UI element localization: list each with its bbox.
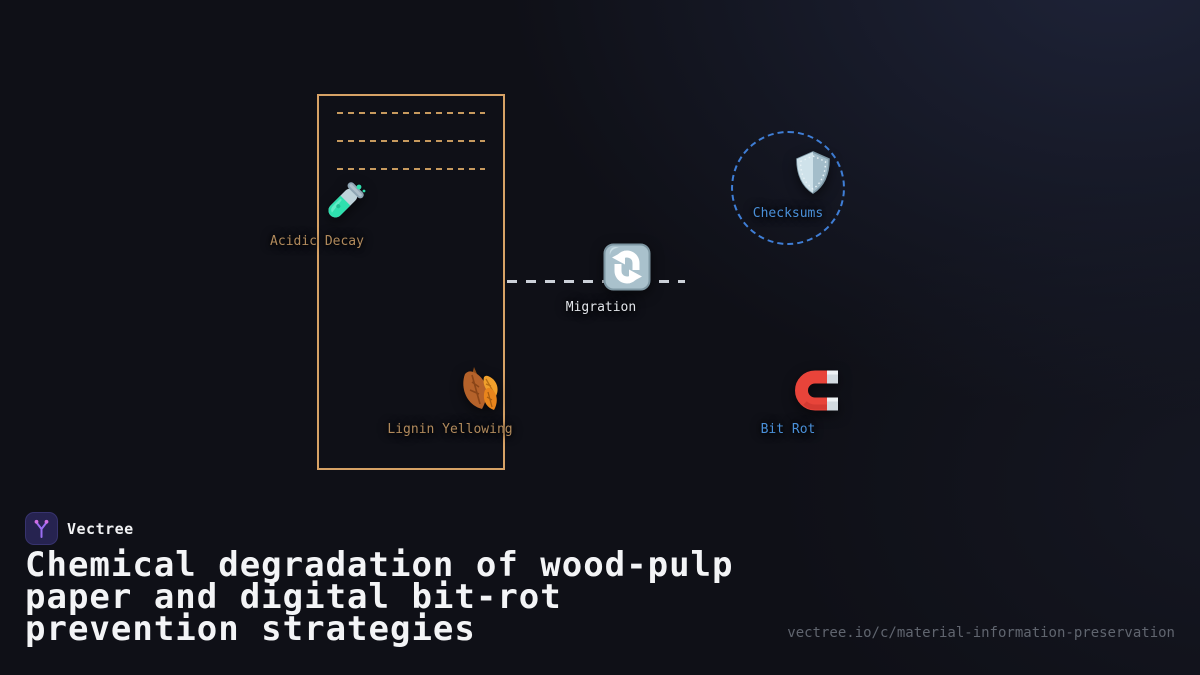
cycle-arrows-icon bbox=[603, 243, 651, 291]
paper-degradation-box bbox=[317, 94, 505, 470]
bit-rot-label: Bit Rot bbox=[760, 422, 816, 437]
title-line-3: prevention strategies bbox=[25, 609, 476, 649]
lignin-yellowing-label: Lignin Yellowing bbox=[387, 422, 513, 437]
brand-name: Vectree bbox=[67, 520, 134, 538]
fallen-leaves-icon bbox=[463, 367, 498, 410]
shield-icon bbox=[796, 151, 830, 194]
migration-connector-line bbox=[507, 280, 685, 283]
test-tube-icon bbox=[328, 182, 366, 218]
checksums-label: Checksums bbox=[752, 206, 824, 221]
paper-text-line bbox=[337, 168, 485, 170]
magnet-icon bbox=[795, 370, 838, 411]
canonical-url: vectree.io/c/material-information-preser… bbox=[787, 625, 1175, 641]
page-title: Chemical degradation of wood-pulp paper … bbox=[25, 545, 734, 649]
checksums-circle bbox=[731, 131, 845, 245]
acidic-decay-label: Acidic Decay bbox=[270, 234, 364, 249]
migration-label: Migration bbox=[565, 300, 637, 315]
paper-text-line bbox=[337, 140, 485, 142]
title-line-2: paper and digital bit-rot bbox=[25, 577, 562, 617]
paper-text-line bbox=[337, 112, 485, 114]
title-line-1: Chemical degradation of wood-pulp bbox=[25, 545, 734, 585]
vector-branch-icon bbox=[34, 519, 49, 538]
vectree-logo bbox=[25, 512, 58, 545]
